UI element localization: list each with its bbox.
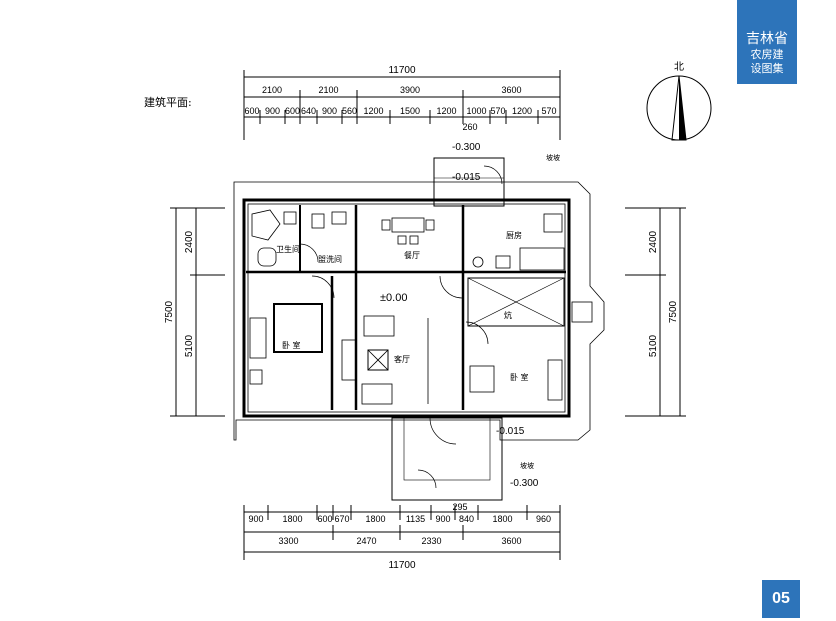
dim-top-l2-7: 1500 [400,106,420,116]
room-living: 客厅 [394,354,410,364]
room-kang: 炕 [504,310,512,320]
dim-bot-l2-0: 3300 [278,536,298,546]
level-floor: ±0.00 [380,292,407,304]
dim-bot-l2-1: 2470 [356,536,376,546]
dim-right-seg2: 5100 [648,334,659,357]
dim-bot-l2-2: 2330 [421,536,441,546]
north-arrow-icon [646,75,712,141]
badge-line2: 农房建 [750,48,784,61]
room-bedroom-left: 卧 室 [282,340,301,350]
dim-bot-l1-6: 900 [435,514,450,524]
ramp-top: 坡坡 [546,153,560,162]
dim-bot-l1-2: 600 [317,514,332,524]
dim-bot-l1-1: 1800 [282,514,302,524]
dim-top-l1-0: 2100 [262,85,282,95]
room-bath: 卫生间 [276,244,300,254]
dim-bot-l1-9: 960 [536,514,551,524]
dim-top-l2-9: 1000 [466,106,486,116]
dim-top-l2-2: 600 [285,106,300,116]
plan-caption: 建筑平面: [144,96,192,109]
dim-left-seg1: 2400 [184,230,195,253]
dim-top-l2-11: 1200 [512,106,532,116]
right-dimension-chain [625,207,686,417]
dim-top-extra: 260 [462,122,477,132]
room-kitchen: 厨房 [506,230,522,240]
dim-top-l2-6: 1200 [363,106,383,116]
dim-left-seg2: 5100 [184,334,195,357]
top-dimension-chain [243,70,561,140]
left-dimension-chain [170,207,225,417]
dim-bot-l1-3: 670 [334,514,349,524]
dim-bot-l1-8: 1800 [492,514,512,524]
dim-top-l2-10: 570 [490,106,505,116]
north-label: 北 [674,61,684,73]
room-bedroom-right: 卧 室 [510,372,529,382]
dim-top-l2-3: 640 [301,106,316,116]
bottom-dimension-chain [243,505,561,560]
room-dining: 餐厅 [404,251,420,260]
dim-bottom-total: 11700 [388,560,416,571]
dim-right-seg1: 2400 [648,230,659,253]
badge-line3: 设图集 [750,62,784,75]
dim-bot-l1-4: 1800 [365,514,385,524]
room-wash: 盥洗间 [318,254,342,264]
dim-top-total: 11700 [388,65,416,76]
dim-top-l2-0: 600 [244,106,259,116]
dim-top-l2-4: 900 [322,106,337,116]
dim-bot-l1-7: 840 [459,514,474,524]
ramp-bottom: 坡坡 [520,461,534,470]
level-ground-bottom: -0.300 [510,478,539,489]
dim-right-total: 7500 [668,300,679,323]
dim-bot-l1-0: 900 [248,514,263,524]
level-ground-top: -0.300 [452,142,481,153]
dim-top-l1-2: 3900 [400,85,420,95]
page-number: 05 [762,580,800,618]
dim-bot-l2-3: 3600 [501,536,521,546]
series-badge: 吉林省 农房建 设图集 [737,0,797,84]
level-step-bottom: -0.015 [496,426,525,437]
dim-top-l1-1: 2100 [318,85,338,95]
dim-bot-l1-5: 1135 [406,514,425,524]
dim-top-l2-1: 900 [265,106,280,116]
dim-bottom-extra: 295 [452,502,467,512]
dim-top-l2-12: 570 [541,106,556,116]
dim-top-l2-8: 1200 [436,106,456,116]
level-step-top: -0.015 [452,172,481,183]
dim-left-total: 7500 [164,300,175,323]
badge-line1: 吉林省 [746,31,788,47]
dim-top-l1-3: 3600 [501,85,521,95]
dim-top-l2-5: 560 [342,106,357,116]
